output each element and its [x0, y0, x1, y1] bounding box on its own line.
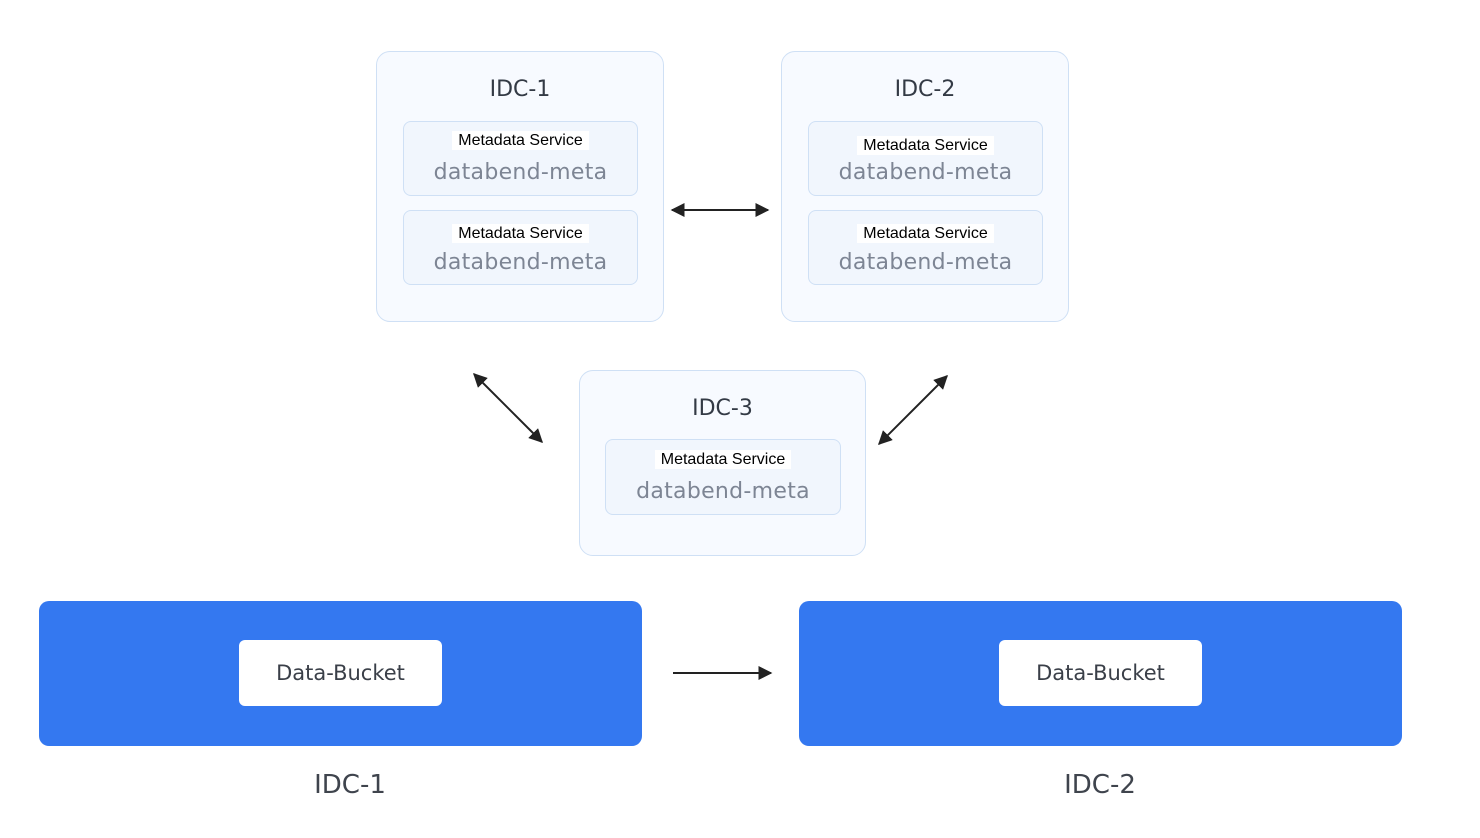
meta-node-label: Metadata Service	[404, 131, 637, 150]
idc3-title: IDC-3	[692, 396, 753, 421]
idc1-meta-node-2: Metadata Service databend-meta	[403, 210, 638, 285]
meta-node-label: Metadata Service	[809, 136, 1042, 155]
idc3-meta-box: IDC-3 Metadata Service databend-meta	[579, 370, 866, 556]
idc2-data-bucket: Data-Bucket	[999, 640, 1202, 706]
idc1-meta-node-1: Metadata Service databend-meta	[403, 121, 638, 196]
idc1-title: IDC-1	[489, 77, 551, 102]
idc3-meta-node-1: Metadata Service databend-meta	[605, 439, 841, 515]
idc2-title: IDC-2	[894, 77, 956, 102]
idc2-meta-node-1: Metadata Service databend-meta	[808, 121, 1043, 196]
meta-node-name: databend-meta	[636, 479, 810, 504]
idc1-idc3-sync-arrow	[473, 373, 543, 443]
idc2-idc3-sync-arrow	[878, 375, 948, 445]
meta-node-label: Metadata Service	[404, 224, 637, 243]
meta-node-name: databend-meta	[838, 250, 1013, 275]
idc2-storage-band: Data-Bucket	[799, 601, 1402, 746]
meta-node-name: databend-meta	[838, 160, 1013, 185]
idc1-data-bucket: Data-Bucket	[239, 640, 442, 706]
meta-node-name: databend-meta	[433, 250, 608, 275]
meta-node-name: databend-meta	[433, 160, 608, 185]
meta-node-label: Metadata Service	[606, 450, 840, 469]
idc2-storage-label: IDC-2	[1064, 770, 1136, 800]
idc2-meta-node-2: Metadata Service databend-meta	[808, 210, 1043, 285]
idc1-storage-band: Data-Bucket	[39, 601, 642, 746]
idc1-storage-label: IDC-1	[314, 770, 386, 800]
idc2-meta-box: IDC-2 Metadata Service databend-meta Met…	[781, 51, 1069, 322]
meta-node-label: Metadata Service	[809, 224, 1042, 243]
idc1-meta-box: IDC-1 Metadata Service databend-meta Met…	[376, 51, 664, 322]
